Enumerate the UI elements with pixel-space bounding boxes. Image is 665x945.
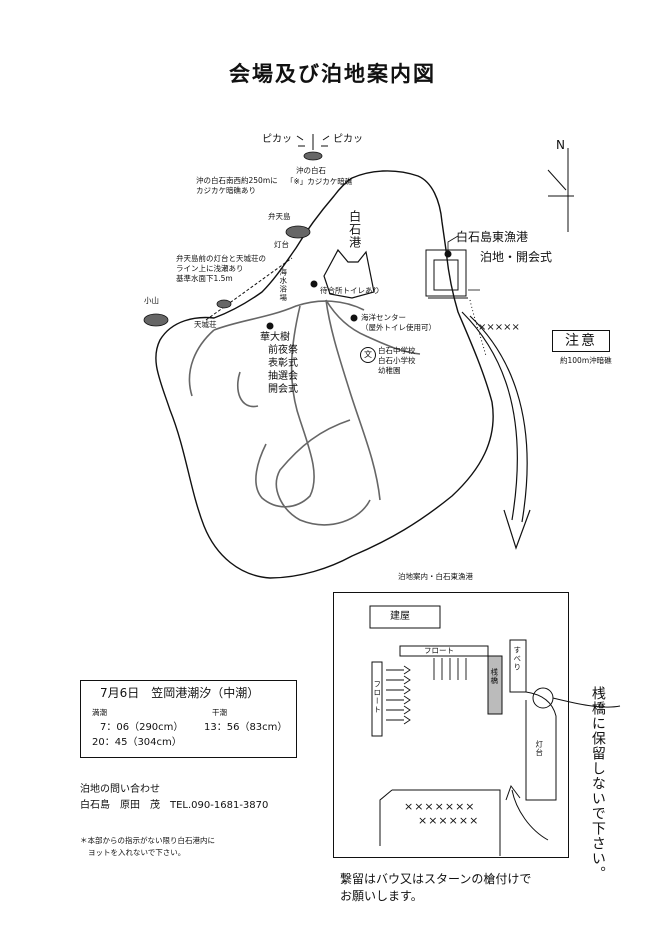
- dock-drawing: [369, 605, 621, 856]
- roads: [188, 299, 421, 526]
- side-warning: 桟橋に保留しないで下さい。: [589, 686, 606, 881]
- kadaiju-label: 華大樹: [260, 332, 290, 343]
- contact-line: 白石島 原田 茂 TEL.090-1681-3870: [80, 800, 269, 811]
- kaiyo-center-toilet-label: （屋外トイレ使用可）: [361, 323, 436, 332]
- bentenjima-label: 弁天島: [268, 212, 291, 221]
- leader-lines: [447, 235, 480, 291]
- high-tide-label: 満潮: [92, 708, 107, 717]
- reef-marks: ×××××: [478, 322, 520, 333]
- pikatsu-left-label: ピカッ: [262, 134, 292, 145]
- page-title: 会場及び泊地案内図: [229, 62, 436, 86]
- dock-boats: [386, 658, 467, 725]
- reef-note-2: カジカケ暗礁あり: [196, 186, 256, 195]
- shiraishi-port-label: 白石港: [347, 210, 362, 249]
- low-tide-1: 13：56（83cm）: [204, 722, 288, 733]
- pier-label: 桟橋: [489, 668, 499, 685]
- lighthouse-label: 灯台: [274, 240, 289, 249]
- dock-x-row-2: ××××××: [418, 814, 480, 827]
- dock-x-row-1: ×××××××: [404, 800, 476, 813]
- mooring-line-1: 繋留はバウ又はスターンの槍付けで: [340, 872, 532, 886]
- island-outline: [155, 170, 494, 579]
- contact-heading: 泊地の問い合わせ: [80, 784, 160, 795]
- reef-symbol-label: 「※」カジカケ暗礁: [286, 177, 353, 186]
- lottery-label: 抽選会: [268, 371, 298, 382]
- toilet-label: 待合所トイレあり: [320, 286, 380, 295]
- dock-inset: [333, 592, 569, 858]
- mooring-line-2: お願いします。: [340, 889, 423, 903]
- building-label: 建屋: [390, 611, 410, 622]
- east-port-label: 白石島東漁港: [456, 230, 529, 244]
- high-tide-1: 7：06（290cm）: [100, 722, 184, 733]
- eve-party-label: 前夜祭: [268, 345, 298, 356]
- elementary-label: 白石小学校: [378, 356, 416, 365]
- note-line-1: ＊本部からの指示がない限り白石港内に: [80, 836, 215, 845]
- north-arrow-icon: [547, 148, 574, 232]
- float-left-label: フロート: [372, 680, 382, 714]
- reef-100m-label: 約100m沖暗礁: [560, 356, 612, 365]
- pikatsu-right-label: ピカッ: [333, 134, 363, 145]
- notice-box: 注意: [552, 330, 610, 352]
- beacon-icon: [296, 134, 330, 150]
- low-tide-label: 干潮: [212, 708, 227, 717]
- dock-lighthouse-label: 灯台: [534, 740, 544, 757]
- tide-box: [80, 680, 297, 758]
- benten-note-1: 弁天島前の灯台と天城荘の: [176, 254, 266, 263]
- benten-note-3: 基準水面下1.5m: [176, 274, 233, 283]
- venue-dots: [266, 250, 452, 330]
- north-label: N: [556, 138, 565, 152]
- beach-label: 海水浴場: [278, 268, 288, 302]
- dock-arrow: [511, 789, 549, 841]
- school-icon: 文: [360, 347, 376, 363]
- awards-label: 表彰式: [268, 358, 298, 369]
- east-port-sub-label: 泊地・開会式: [480, 250, 553, 264]
- islets: [143, 151, 323, 327]
- east-port-structure: [425, 249, 468, 299]
- junior-high-label: 白石中学校: [378, 346, 416, 355]
- east-coast-dots: [469, 299, 487, 357]
- high-tide-2: 20：45（304cm）: [92, 737, 182, 748]
- tide-title: 7月6日 笠岡港潮汐（中潮）: [100, 686, 260, 700]
- float-top-label: フロート: [424, 646, 454, 655]
- oki-shiraishi-label: 沖の白石: [296, 166, 326, 175]
- kindergarten-label: 幼稚園: [378, 366, 401, 375]
- reef-note-1: 沖の白石南西約250mに: [196, 176, 278, 185]
- course-arrow: [461, 311, 518, 521]
- inset-caption: 泊地案内・白石東漁港: [398, 572, 473, 581]
- shoal-line: [205, 257, 293, 321]
- note-line-2: ヨットを入れないで下さい。: [88, 848, 186, 857]
- slope-label: すべり: [512, 646, 522, 672]
- koyama-label: 小山: [144, 296, 159, 305]
- benten-note-2: ライン上に浅瀬あり: [176, 264, 244, 273]
- shiraishi-harbour: [323, 248, 375, 299]
- opening-label: 開会式: [268, 384, 298, 395]
- amagiso-label: 天城荘: [194, 320, 217, 329]
- kaiyo-center-label: 海洋センター: [361, 313, 406, 322]
